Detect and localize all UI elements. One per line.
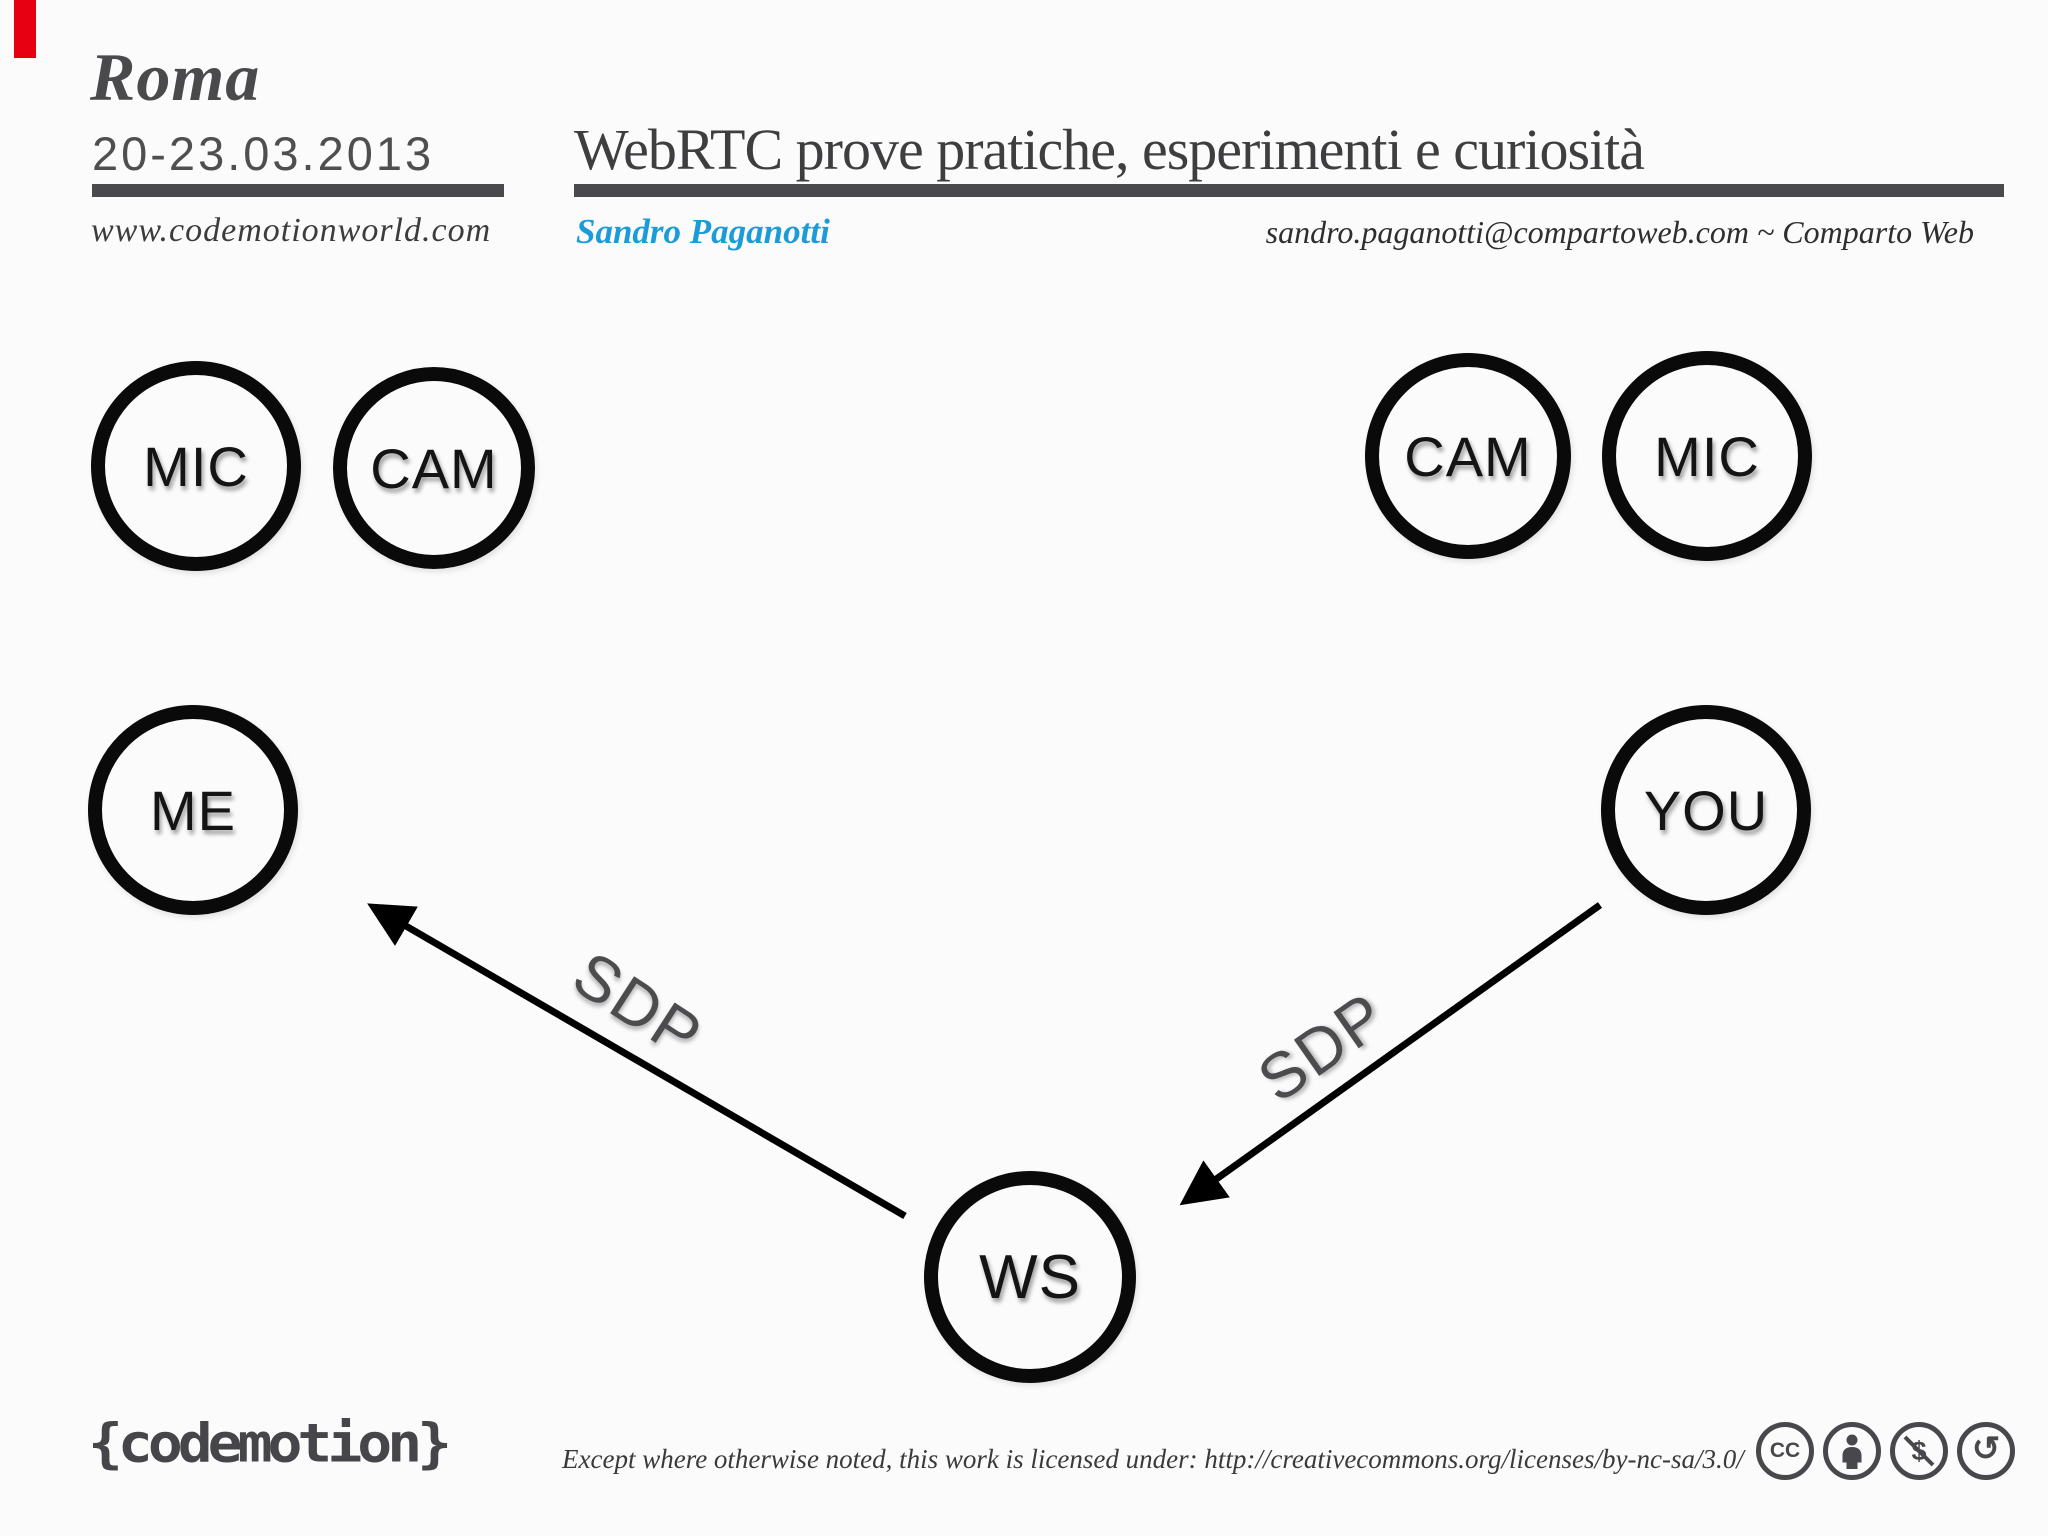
node-you: YOU [1601,705,1811,915]
cc-icon: CC [1756,1422,1814,1480]
event-city-logo: Roma [90,39,261,115]
sa-arrow-glyph: ↺ [1971,1430,2001,1468]
cc-icon-label: CC [1769,1439,1801,1462]
node-me: ME [88,705,298,915]
node-label: MIC [1654,424,1760,488]
node-cam-right: CAM [1365,353,1571,559]
event-website: www.codemotionworld.com [91,212,492,249]
attribution-icon [1823,1422,1881,1480]
creative-commons-badges: CC $ ↺ [1756,1422,2015,1480]
node-mic-left: MIC [91,361,301,571]
node-cam-left: CAM [333,367,535,569]
node-label: ME [150,778,236,842]
codemotion-logo: {codemotion} [88,1412,452,1475]
share-alike-icon: ↺ [1957,1422,2015,1480]
header-divider-title [574,184,2004,197]
non-commercial-icon: $ [1890,1422,1948,1480]
arrow-ws-to-me [367,903,907,1220]
node-label: WS [979,1242,1081,1312]
node-label: MIC [143,434,249,498]
node-label: CAM [1404,424,1532,488]
node-mic-right: MIC [1602,351,1812,561]
event-dates: 20-23.03.2013 [92,127,435,180]
talk-title: WebRTC prove pratiche, esperimenti e cur… [574,117,1645,182]
license-text: Except where otherwise noted, this work … [562,1444,1744,1474]
speaker-contact: sandro.paganotti@compartoweb.com ~ Compa… [1265,214,1974,250]
node-label: YOU [1643,778,1769,842]
node-label: CAM [370,436,498,500]
node-ws: WS [924,1171,1136,1383]
recording-marker [14,0,36,58]
edge-label-sdp-right: SDP [1244,978,1400,1116]
speaker-name: Sandro Paganotti [576,212,830,251]
header-divider-left [92,184,504,197]
edge-label-sdp-left: SDP [560,937,716,1073]
